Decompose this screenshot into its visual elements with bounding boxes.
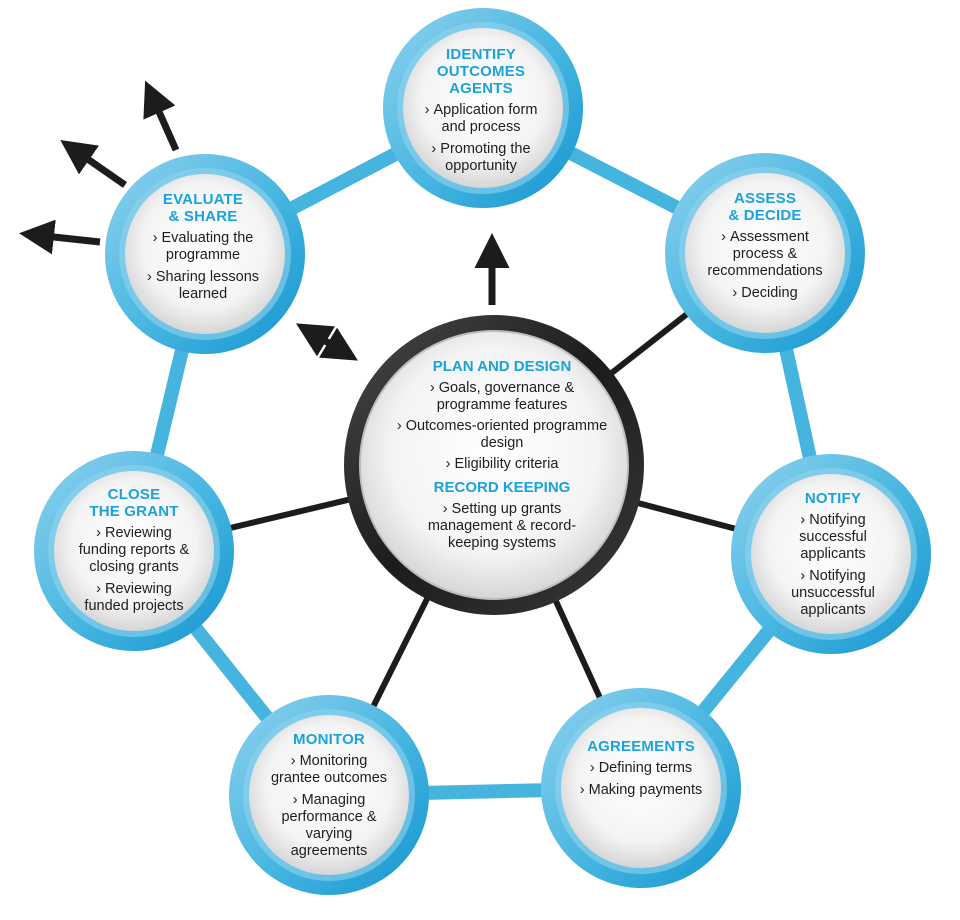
node-title: ASSESS & DECIDE <box>728 190 802 224</box>
arrows <box>19 80 510 361</box>
node-bullet: Defining terms <box>560 760 722 777</box>
node-bullet: Evaluating the programme <box>128 230 278 264</box>
node-bullet: Reviewing funding reports & closing gran… <box>57 525 211 576</box>
node-title: EVALUATE & SHARE <box>162 191 244 225</box>
node-bullet: Notifying successful applicants <box>758 512 908 563</box>
arrow-center-evaluate <box>295 323 359 361</box>
plan-design-title: PLAN AND DESIGN <box>432 358 572 375</box>
node-bullets: Evaluating the programme Sharing lessons… <box>128 230 278 303</box>
node-bullet: Deciding <box>690 285 840 302</box>
node-bullet: Assessment process & recommendations <box>690 229 840 280</box>
arrow-out-upleft <box>60 140 127 188</box>
node-title: CLOSE THE GRANT <box>89 486 179 520</box>
node-monitor-text: MONITOR Monitoring grantee outcomes Mana… <box>252 731 406 865</box>
node-bullet: Application form and process <box>406 102 556 136</box>
node-bullet: Reviewing funded projects <box>57 581 211 615</box>
node-title: AGREEMENTS <box>587 738 695 755</box>
section-plan-design: PLAN AND DESIGN Goals, governance & prog… <box>392 358 612 473</box>
arrow-out-left <box>19 219 101 255</box>
plan-design-bullet: Goals, governance & programme features <box>392 380 612 414</box>
record-keeping-title: RECORD KEEPING <box>433 479 571 496</box>
node-close-text: CLOSE THE GRANT Reviewing funding report… <box>57 486 211 620</box>
node-identify-text: IDENTIFY OUTCOMES AGENTS Application for… <box>406 46 556 180</box>
node-bullet: Making payments <box>560 782 722 799</box>
node-bullets: Defining terms Making payments <box>560 760 722 799</box>
node-notify-text: NOTIFY Notifying successful applicants N… <box>758 490 908 624</box>
node-assess-text: ASSESS & DECIDE Assessment process & rec… <box>690 190 840 307</box>
node-bullets: Application form and process Promoting t… <box>406 102 556 175</box>
node-title: NOTIFY <box>804 490 862 507</box>
node-bullet: Notifying unsuccessful applicants <box>758 568 908 619</box>
node-agreements-text: AGREEMENTS Defining terms Making payment… <box>560 738 722 804</box>
arrow-out-up <box>143 80 180 152</box>
node-bullet: Managing performance & varying agreement… <box>252 792 406 860</box>
record-keeping-bullet: Setting up grants management & record-ke… <box>392 501 612 552</box>
node-bullet: Monitoring grantee outcomes <box>252 753 406 787</box>
node-bullets: Assessment process & recommendations Dec… <box>690 229 840 302</box>
node-bullet: Sharing lessons learned <box>128 269 278 303</box>
section-record-keeping: RECORD KEEPING Setting up grants managem… <box>392 479 612 552</box>
node-bullet: Promoting the opportunity <box>406 141 556 175</box>
node-bullets: Reviewing funding reports & closing gran… <box>57 525 211 615</box>
node-bullets: Monitoring grantee outcomes Managing per… <box>252 753 406 860</box>
record-keeping-bullets: Setting up grants management & record-ke… <box>392 501 612 552</box>
plan-design-bullet: Outcomes-oriented programme design <box>392 418 612 452</box>
plan-design-bullets: Goals, governance & programme features O… <box>392 380 612 473</box>
center-node-text: PLAN AND DESIGN Goals, governance & prog… <box>392 358 612 557</box>
node-bullets: Notifying successful applicants Notifyin… <box>758 512 908 619</box>
plan-design-bullet: Eligibility criteria <box>392 456 612 473</box>
node-title: MONITOR <box>293 731 365 748</box>
node-evaluate-text: EVALUATE & SHARE Evaluating the programm… <box>128 191 278 308</box>
node-title: IDENTIFY OUTCOMES AGENTS <box>436 46 526 97</box>
